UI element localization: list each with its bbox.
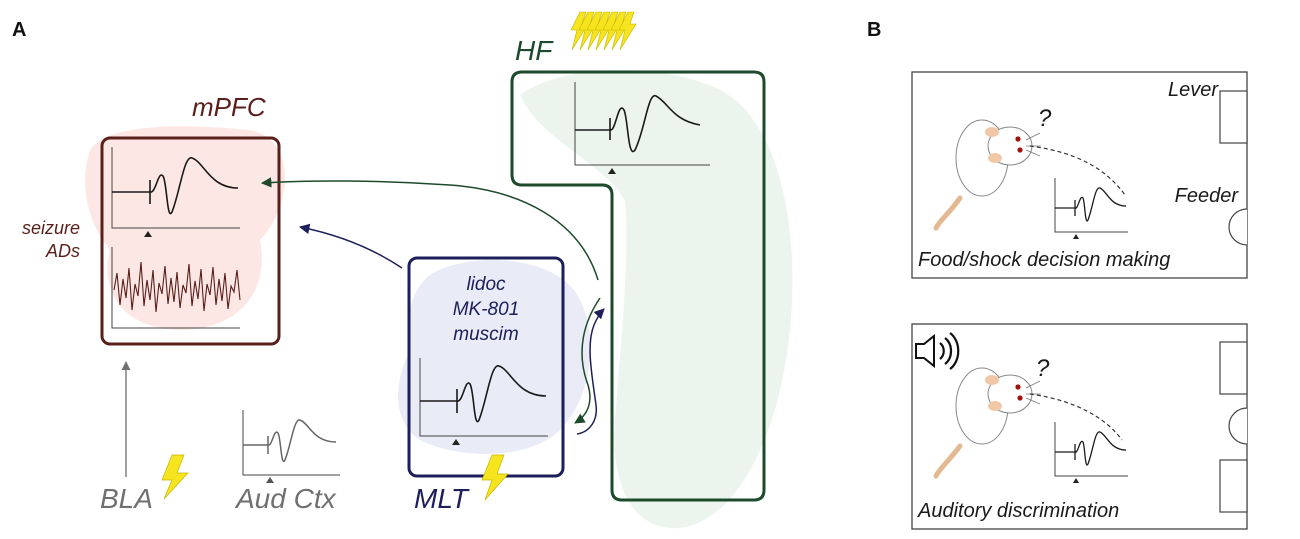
mlt-silhouette	[398, 260, 591, 454]
mpfc-evoked-potential	[111, 147, 240, 237]
task2-caption: Auditory discrimination	[917, 500, 1119, 522]
panel-label-b: B	[867, 19, 881, 41]
mlt-evoked-potential	[419, 358, 548, 445]
stimulus-triangle-icon	[144, 231, 152, 237]
decision-path-2	[1029, 393, 1123, 441]
mpfc-seizure-trace	[111, 247, 241, 329]
lightning-bolt-icon	[481, 454, 509, 501]
speaker-icon	[915, 332, 960, 370]
drug-label-mk801: MK-801	[453, 299, 520, 320]
stimulus-triangle-icon	[608, 168, 616, 174]
hippocampus-silhouette	[520, 69, 793, 529]
mlt-label: MLT	[414, 483, 470, 514]
mpfc-label: mPFC	[192, 92, 266, 122]
lever-label: Lever	[1168, 79, 1219, 101]
lever	[1219, 90, 1248, 144]
stimulus-triangle-icon	[452, 439, 460, 445]
panel-label-a: A	[12, 19, 26, 41]
feeder	[1228, 208, 1248, 246]
aud-ctx-evoked-potential	[242, 410, 340, 483]
hf-to-mlt-arrow	[574, 297, 601, 424]
mpfc-region-outline	[100, 136, 281, 346]
rat-icon	[933, 119, 1041, 231]
feeder-label: Feeder	[1175, 185, 1240, 207]
task1-evoked-potential	[1054, 178, 1128, 239]
rat-icon	[933, 367, 1041, 479]
hf-region-outline	[510, 70, 766, 502]
feeder-center	[1228, 407, 1248, 445]
mlt-to-hf-arrow	[576, 308, 605, 435]
decision-path-1	[1029, 145, 1126, 196]
seizure-label-line2: ADs	[45, 241, 80, 261]
stimulus-triangle-icon	[1073, 478, 1079, 483]
bla-label: BLA	[100, 483, 153, 514]
drug-label-lidoc: lidoc	[466, 274, 506, 295]
aud-ctx-label: Aud Ctx	[234, 483, 337, 514]
stimulus-triangle-icon	[1073, 234, 1079, 239]
question-mark-2: ?	[1036, 355, 1050, 382]
question-mark-1: ?	[1038, 105, 1052, 132]
mlt-to-mpfc-arrow	[298, 223, 403, 269]
seizure-label-line1: seizure	[22, 218, 80, 238]
lightning-bolt-icon	[161, 454, 189, 500]
hf-label: HF	[515, 35, 554, 66]
drug-label-muscim: muscim	[453, 324, 518, 345]
hf-to-mpfc-arrow	[260, 177, 599, 281]
task1-caption: Food/shock decision making	[918, 249, 1170, 271]
task2-evoked-potential	[1054, 422, 1128, 483]
lightning-bolt-icon	[570, 11, 637, 51]
lever-right	[1219, 459, 1248, 513]
hf-evoked-potential	[574, 82, 710, 174]
lever-left	[1219, 341, 1248, 395]
stimulus-triangle-icon	[266, 477, 274, 483]
